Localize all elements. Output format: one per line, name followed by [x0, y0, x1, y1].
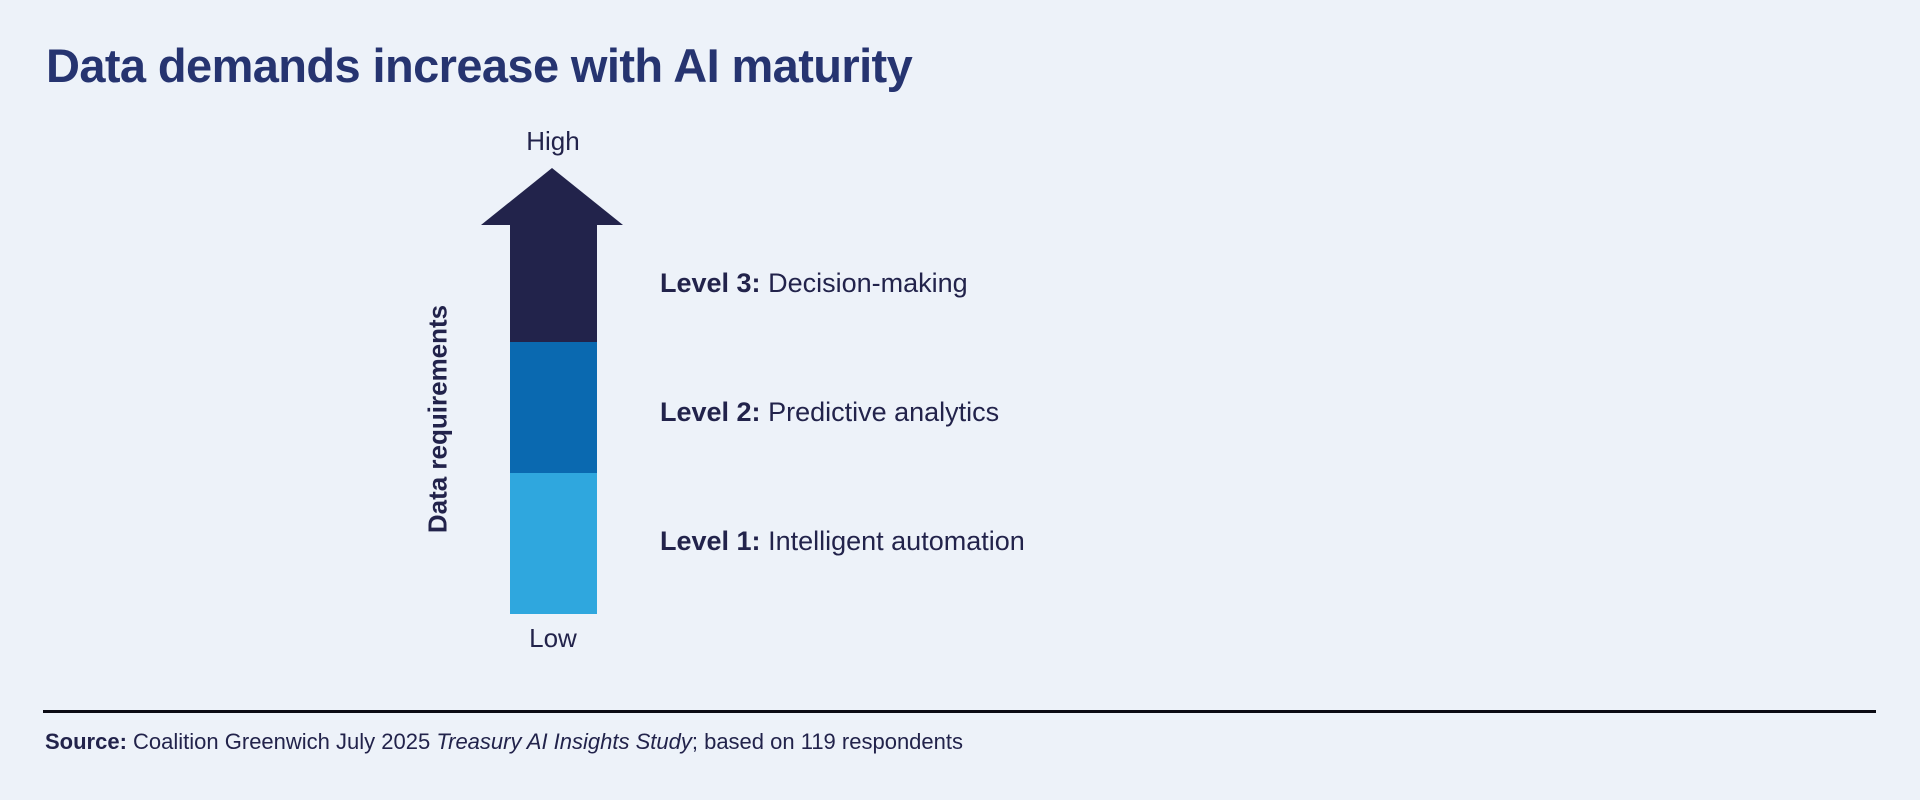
arrow-segment-level-1: [510, 473, 597, 614]
level-2-name: Predictive analytics: [768, 397, 1000, 427]
source-note: Source: Coalition Greenwich July 2025 Tr…: [45, 729, 963, 755]
level-3-label: Level 3: Decision-making: [660, 268, 968, 299]
level-2-label: Level 2: Predictive analytics: [660, 397, 999, 428]
arrow-segment-level-3: [510, 224, 597, 342]
level-1-name: Intelligent automation: [768, 526, 1025, 556]
source-study-title: Treasury AI Insights Study: [436, 729, 692, 754]
arrow-segment-level-2: [510, 342, 597, 473]
source-label: Source:: [45, 729, 127, 754]
level-1-prefix: Level 1:: [660, 526, 761, 556]
level-3-prefix: Level 3:: [660, 268, 761, 298]
level-3-name: Decision-making: [768, 268, 968, 298]
source-text-before: Coalition Greenwich July 2025: [126, 729, 437, 754]
y-axis-title: Data requirements: [422, 304, 453, 534]
source-text-after: ; based on 119 respondents: [691, 729, 963, 754]
axis-low-label: Low: [529, 623, 577, 653]
page-title: Data demands increase with AI maturity: [46, 39, 913, 92]
divider-rule: [43, 710, 1876, 713]
arrow-head-icon: [481, 168, 623, 225]
level-2-prefix: Level 2:: [660, 397, 761, 427]
level-1-label: Level 1: Intelligent automation: [660, 526, 1025, 557]
axis-high-label: High: [526, 126, 580, 156]
